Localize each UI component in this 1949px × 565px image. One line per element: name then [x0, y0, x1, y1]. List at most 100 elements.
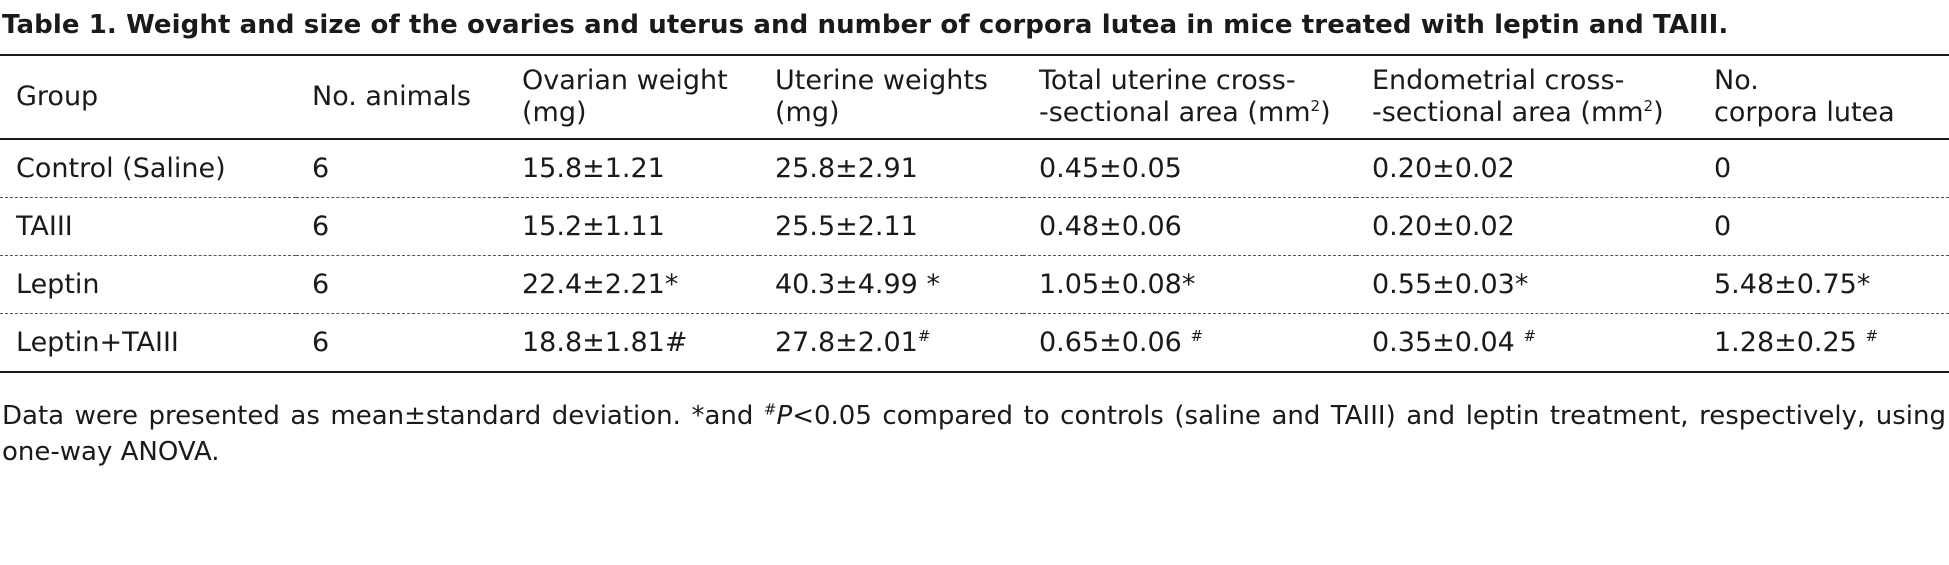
table-row: Control (Saline) 6 15.8±1.21 25.8±2.91 0.45±… [0, 139, 1949, 198]
cell-value: 0 [1714, 152, 1732, 184]
table-caption-text: Weight and size of the ovaries and uteru… [126, 10, 1729, 40]
table-cell: Leptin [0, 256, 296, 314]
header-line2: -sectional area (mm2) [1039, 97, 1356, 129]
table-cell: 0.65±0.06 # [1023, 314, 1356, 373]
cell-value: Leptin [16, 268, 100, 300]
cell-value: 0.20±0.02 [1372, 210, 1515, 242]
cell-value: 0.65±0.06 [1039, 326, 1191, 358]
header-line1: Endometrial cross- [1372, 65, 1625, 96]
table-cell: 0.35±0.04 # [1356, 314, 1698, 373]
header-line1: Uterine weights [775, 65, 988, 96]
header-line2-tail: ) [1320, 97, 1331, 128]
cell-superscript-mark: # [1523, 326, 1537, 345]
cell-value: TAIII [16, 210, 73, 242]
table-cell: 6 [296, 256, 506, 314]
cell-value: 6 [312, 152, 330, 184]
header-endometrial-area: Endometrial cross- -sectional area (mm2) [1356, 55, 1698, 139]
header-superscript: 2 [1310, 97, 1321, 115]
table-caption-label: Table 1. [2, 10, 117, 40]
header-line2: -sectional area (mm2) [1372, 97, 1698, 129]
table-cell: 25.8±2.91 [759, 139, 1023, 198]
header-line2-tail: ) [1653, 97, 1664, 128]
cell-value: 15.2±1.11 [522, 210, 665, 242]
footnote-text-1: Data were presented as mean±standard dev… [2, 401, 764, 431]
header-total-uterine-area: Total uterine cross- -sectional area (mm… [1023, 55, 1356, 139]
header-row: Group No. animals Ovarian weight (mg) Ut… [0, 55, 1949, 139]
cell-superscript-mark: # [917, 326, 931, 345]
table-cell: 0 [1698, 198, 1949, 256]
header-no-animals: No. animals [296, 55, 506, 139]
cell-value: 27.8±2.01 [775, 326, 918, 358]
cell-value: 0.45±0.05 [1039, 152, 1182, 184]
table-cell: 6 [296, 139, 506, 198]
cell-value: 5.48±0.75* [1714, 268, 1871, 300]
cell-value: 22.4±2.21* [522, 268, 679, 300]
header-corpora-lutea: No. corpora lutea [1698, 55, 1949, 139]
cell-superscript-mark: # [1190, 326, 1204, 345]
cell-value: Control (Saline) [16, 152, 226, 184]
header-group: Group [0, 55, 296, 139]
cell-value: 0.20±0.02 [1372, 152, 1515, 184]
table-header: Group No. animals Ovarian weight (mg) Ut… [0, 55, 1949, 139]
table-cell: 27.8±2.01# [759, 314, 1023, 373]
table-cell: 0.20±0.02 [1356, 139, 1698, 198]
header-line1: No. animals [312, 81, 471, 112]
table-cell: 0 [1698, 139, 1949, 198]
footnote-text-2: <0.05 compared to controls (saline and T… [2, 401, 1946, 467]
cell-value: 1.28±0.25 [1714, 326, 1866, 358]
header-line1: Group [16, 81, 99, 112]
table-cell: 1.05±0.08* [1023, 256, 1356, 314]
header-line2: corpora lutea [1714, 97, 1895, 128]
table-cell: 6 [296, 198, 506, 256]
table-cell: Control (Saline) [0, 139, 296, 198]
cell-value: 0.55±0.03* [1372, 268, 1529, 300]
cell-value: 6 [312, 210, 330, 242]
table-cell: 0.48±0.06 [1023, 198, 1356, 256]
table-body: Control (Saline) 6 15.8±1.21 25.8±2.91 0.45±… [0, 139, 1949, 372]
header-line2: (mg) [522, 97, 587, 128]
table-cell: Leptin+TAIII [0, 314, 296, 373]
cell-value: 0.35±0.04 [1372, 326, 1524, 358]
header-line2-text: -sectional area (mm [1039, 97, 1311, 128]
table-cell: 1.28±0.25 # [1698, 314, 1949, 373]
cell-value: 40.3±4.99 * [775, 268, 940, 300]
footnote-p-italic: P [776, 401, 793, 431]
cell-value: 18.8±1.81# [522, 326, 688, 358]
cell-value: 6 [312, 268, 330, 300]
table-cell: 6 [296, 314, 506, 373]
table-cell: 40.3±4.99 * [759, 256, 1023, 314]
table-cell: 0.20±0.02 [1356, 198, 1698, 256]
header-line1: Total uterine cross- [1039, 65, 1296, 96]
table-cell: 0.45±0.05 [1023, 139, 1356, 198]
cell-value: Leptin+TAIII [16, 326, 179, 358]
table-cell: 18.8±1.81# [506, 314, 759, 373]
table-cell: 15.2±1.11 [506, 198, 759, 256]
cell-value: 1.05±0.08* [1039, 268, 1196, 300]
table-row: TAIII 6 15.2±1.11 25.5±2.11 0.48±0.06 0.20±0.… [0, 198, 1949, 256]
header-line2: (mg) [775, 97, 840, 128]
header-ovarian-weight: Ovarian weight (mg) [506, 55, 759, 139]
cell-value: 15.8±1.21 [522, 152, 665, 184]
table-cell: 22.4±2.21* [506, 256, 759, 314]
table-cell: 25.5±2.11 [759, 198, 1023, 256]
cell-value: 25.8±2.91 [775, 152, 918, 184]
table-cell: TAIII [0, 198, 296, 256]
table-caption: Table 1. Weight and size of the ovaries … [2, 10, 1946, 40]
table-cell: 15.8±1.21 [506, 139, 759, 198]
cell-value: 0.48±0.06 [1039, 210, 1182, 242]
header-superscript: 2 [1643, 97, 1654, 115]
table-cell: 5.48±0.75* [1698, 256, 1949, 314]
table-cell: 0.55±0.03* [1356, 256, 1698, 314]
cell-value: 0 [1714, 210, 1732, 242]
cell-superscript-mark: # [1865, 326, 1879, 345]
cell-value: 6 [312, 326, 330, 358]
footnote-hash-mark: # [763, 400, 777, 419]
table-row: Leptin 6 22.4±2.21* 40.3±4.99 * 1.05±0.08* 0.… [0, 256, 1949, 314]
cell-value: 25.5±2.11 [775, 210, 918, 242]
header-line1: Ovarian weight [522, 65, 728, 96]
header-line2-text: -sectional area (mm [1372, 97, 1644, 128]
header-line1: No. [1714, 65, 1759, 96]
data-table: Group No. animals Ovarian weight (mg) Ut… [0, 54, 1949, 373]
